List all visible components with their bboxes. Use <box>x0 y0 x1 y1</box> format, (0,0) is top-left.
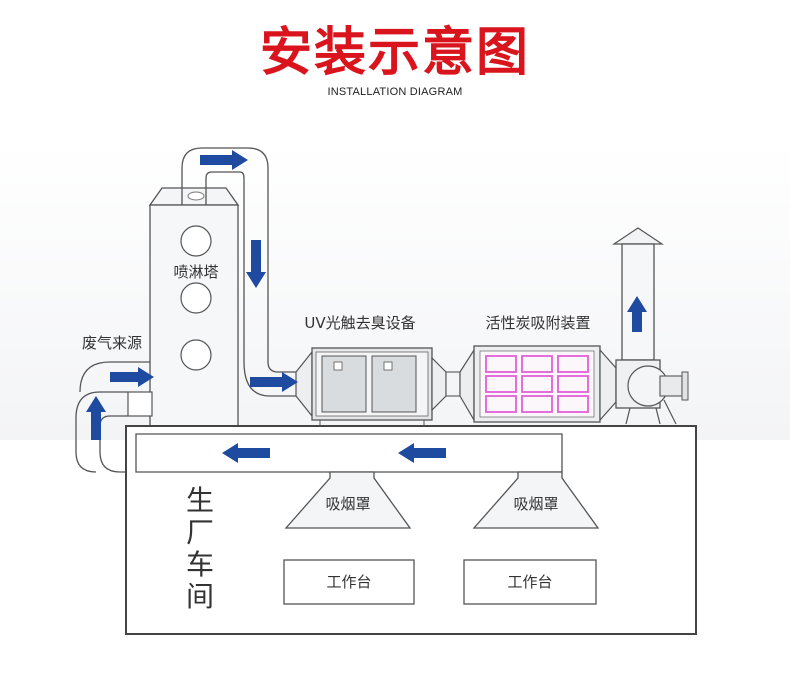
bench-left <box>283 559 415 605</box>
waste-gas-source-label: 废气来源 <box>82 334 142 352</box>
spray-tower <box>127 187 240 428</box>
spray-tower-label: 喷淋塔 <box>173 263 218 281</box>
hood-right-label: 吸烟罩 <box>513 495 558 513</box>
exhaust-fan-chimney <box>612 227 689 425</box>
workshop-label-2: 厂 <box>186 516 214 549</box>
tower-window <box>180 282 212 314</box>
flow-arrows <box>86 150 647 463</box>
arrow-up-icon <box>86 396 106 440</box>
uv-device-label: UV光触去臭设备 <box>304 314 415 332</box>
workshop-label-4: 间 <box>186 580 214 613</box>
top-duct <box>181 147 296 397</box>
arrow-left-icon <box>222 443 270 463</box>
hood-left-label: 吸烟罩 <box>325 495 370 513</box>
bench-right <box>463 559 597 605</box>
arrow-left-icon <box>398 443 446 463</box>
bench-right-label: 工作台 <box>507 573 552 591</box>
uv-device <box>295 347 461 428</box>
activated-carbon-label: 活性炭吸附装置 <box>485 314 590 332</box>
arrow-right-icon <box>250 372 298 392</box>
workshop-label-1: 生 <box>186 484 214 517</box>
arrow-up-icon <box>627 296 647 332</box>
activated-carbon-unit <box>459 345 617 423</box>
tower-window <box>180 339 212 371</box>
bench-left-label: 工作台 <box>326 573 371 591</box>
arrow-right-icon <box>200 150 248 170</box>
page-title: 安装示意图 <box>259 23 530 83</box>
arrow-right-icon <box>110 367 154 387</box>
carbon-filter-trays <box>485 355 589 413</box>
arrow-down-icon <box>246 240 266 288</box>
tower-window <box>180 225 212 257</box>
page-subtitle: INSTALLATION DIAGRAM <box>327 86 463 98</box>
workshop-label-3: 车 <box>186 548 214 581</box>
